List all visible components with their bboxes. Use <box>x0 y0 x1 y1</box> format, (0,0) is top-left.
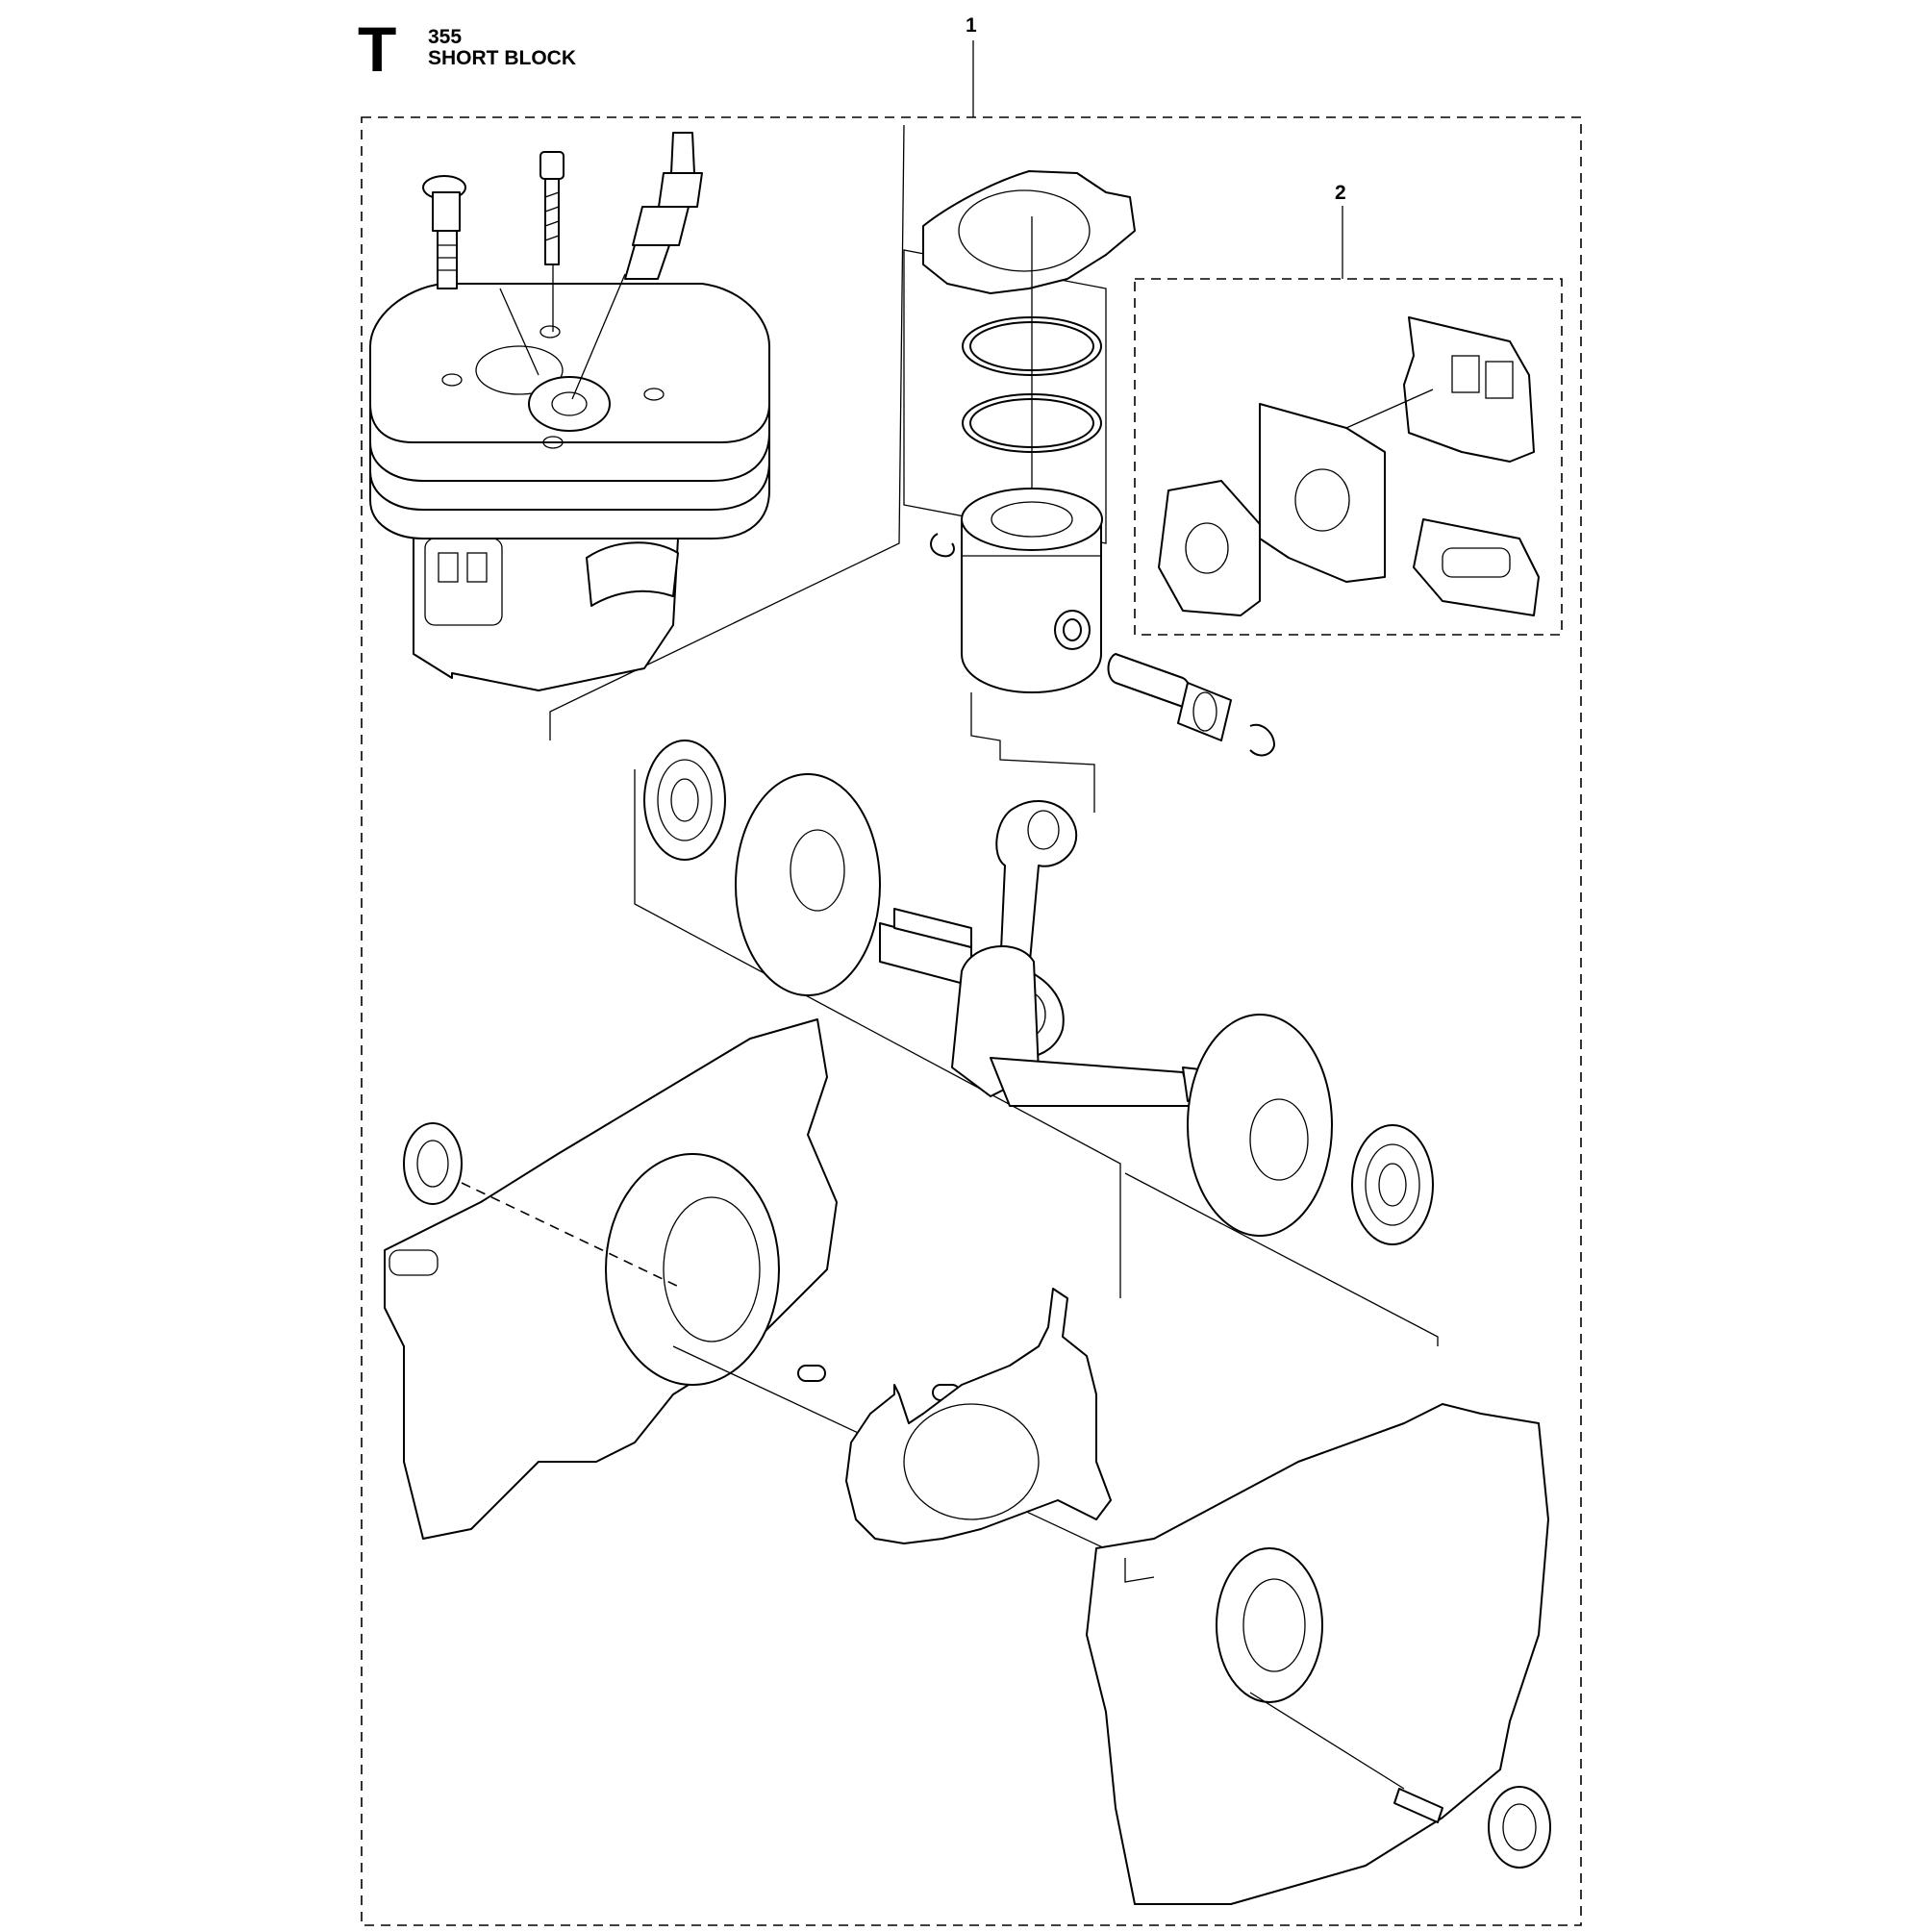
piston-pin-hole <box>1063 618 1082 641</box>
head-bolt-hole-4 <box>542 436 564 449</box>
page-title: SHORT BLOCK <box>428 47 576 69</box>
crankcase-right-bore <box>1216 1547 1323 1703</box>
cylinder-group <box>369 124 905 740</box>
main-bearing-left <box>643 740 726 861</box>
cylinder-head <box>369 283 770 443</box>
crank-web-left <box>735 773 881 996</box>
decomp-valve-thread <box>437 230 458 289</box>
crankcase-screw <box>1393 1788 1443 1823</box>
head-bolt-hole-1 <box>539 325 561 339</box>
piston-skirt <box>961 518 1102 693</box>
crank-web-right <box>1187 1014 1333 1237</box>
rod-small-end <box>1027 810 1060 850</box>
section-letter: T <box>358 13 397 85</box>
gasket-bore <box>958 189 1091 272</box>
decomp-valve-seat <box>475 345 564 395</box>
cylinder-leader-line <box>549 124 905 740</box>
head-bolt-hole-3 <box>643 388 665 401</box>
crankshaft-group <box>634 740 1439 1346</box>
locating-pin-1 <box>797 1365 826 1382</box>
spark-plug <box>624 132 703 280</box>
crankcase-left-bore <box>605 1153 780 1386</box>
spark-plug-seat <box>528 376 611 432</box>
port-slot-left <box>438 552 459 583</box>
oil-seal-right <box>1488 1786 1551 1869</box>
piston-to-rod-leader <box>970 692 1095 813</box>
callout-label-1[interactable]: 1 <box>966 14 977 37</box>
main-bearing-right <box>1351 1124 1434 1245</box>
decompression-valve <box>422 175 466 289</box>
piston-pin <box>1107 653 1192 708</box>
cylinder-exhaust <box>586 541 679 607</box>
decomp-valve-body <box>432 191 461 232</box>
plug-leader <box>571 273 626 400</box>
spark-plug-hole <box>551 391 588 416</box>
spark-plug-insulator <box>658 172 703 208</box>
crankcase-dowel-left <box>389 1249 439 1276</box>
right-bearing-leader <box>1124 1172 1439 1346</box>
model-number: 355 <box>428 26 463 48</box>
assembly-2-frame <box>1134 278 1563 636</box>
decomp-leader <box>499 288 539 376</box>
spark-plug-terminal <box>670 132 695 174</box>
crankcase-gasket <box>845 1288 1112 1544</box>
crankcase-gasket-outline <box>845 1288 1112 1544</box>
screw-shank <box>544 178 560 265</box>
muffler-gasket-top <box>1403 316 1535 463</box>
callout-label-2[interactable]: 2 <box>1335 182 1346 204</box>
piston-circlip-right <box>1249 723 1275 757</box>
spark-plug-thread <box>624 244 670 280</box>
muffler-kit-group <box>1158 316 1540 616</box>
muffler-gasket-left <box>1158 480 1261 616</box>
crank-leader-line <box>634 769 1121 1298</box>
spark-plug-hex <box>632 206 690 246</box>
crank-journal-right <box>990 1057 1193 1107</box>
piston-group <box>903 170 1275 813</box>
cylinder-base-gasket <box>922 170 1136 294</box>
port-slot-right <box>466 552 488 583</box>
piston-crown <box>961 488 1103 551</box>
oil-seal-left <box>403 1122 463 1205</box>
head-bolt-hole-2 <box>441 373 463 387</box>
screw-head <box>539 151 565 180</box>
muffler-spacer-block <box>1259 403 1386 583</box>
crankcase-right-half <box>1086 1403 1551 1905</box>
cylinder-screw <box>539 151 565 265</box>
needle-bearing <box>1177 682 1232 741</box>
assembly-1-frame <box>361 116 1582 1926</box>
piston-crown-dome <box>991 501 1073 538</box>
crankcase-left-half <box>384 1018 1126 1559</box>
piston-circlip-left <box>930 533 955 558</box>
muffler-gasket-right <box>1413 518 1540 616</box>
